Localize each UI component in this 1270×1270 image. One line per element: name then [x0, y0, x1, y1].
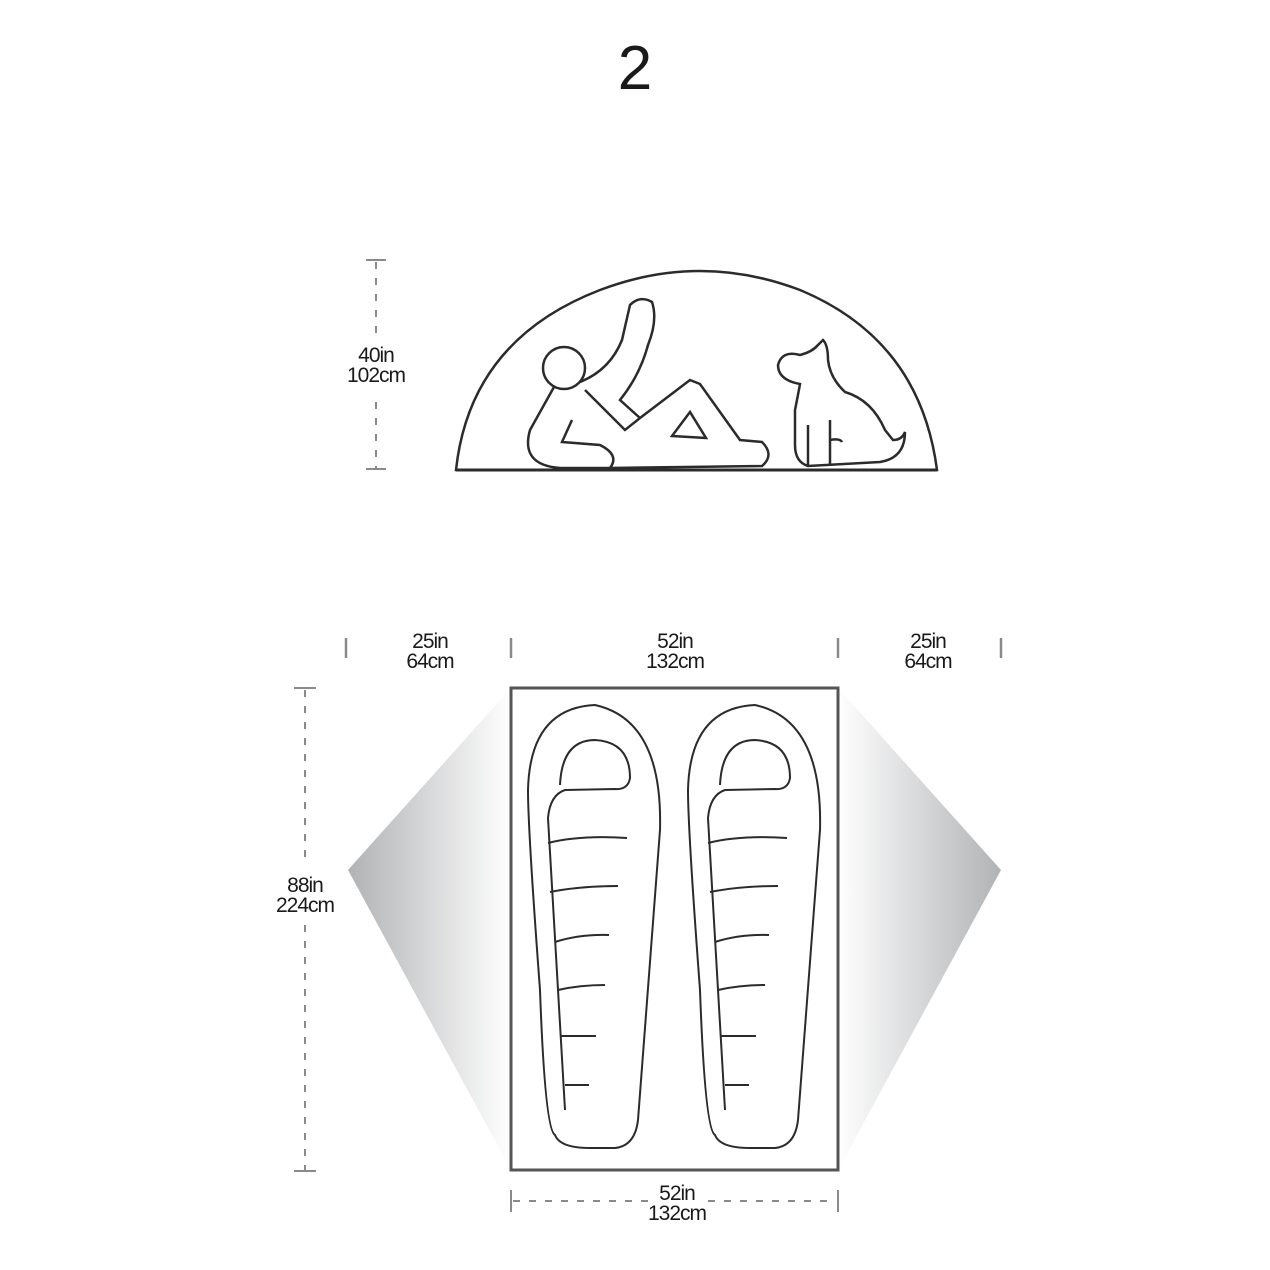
dog-icon [776, 338, 907, 468]
bottom-width-dimension [510, 1190, 839, 1212]
sleeping-bag-1 [526, 703, 662, 1149]
left-vestibule [348, 688, 511, 1170]
floor-length-label: 88in 224cm [255, 874, 355, 917]
top-dimension-ticks [344, 638, 1003, 658]
left-vestibule-cm: 64cm [406, 650, 454, 673]
sleeping-bag-2 [686, 703, 822, 1149]
floor-length-cm: 224cm [275, 894, 335, 917]
right-vestibule-in: 25in [910, 630, 947, 653]
right-vestibule-cm: 64cm [904, 650, 952, 673]
capacity-title: 2 [617, 34, 653, 103]
height-dimension [366, 259, 386, 470]
tent-floor [509, 686, 840, 1172]
floor-width-top-cm: 132cm [645, 650, 705, 673]
tent-side-view [454, 269, 939, 472]
right-vestibule-label: 25in 64cm [878, 630, 978, 673]
length-dimension [294, 687, 316, 1172]
right-vestibule [838, 688, 1001, 1170]
floor-width-top-label: 52in 132cm [625, 630, 725, 673]
floor-width-bottom-in: 52in [659, 1182, 696, 1205]
floor-width-top-in: 52in [657, 630, 694, 653]
height-in: 40in [358, 344, 395, 367]
height-label: 40in 102cm [326, 344, 426, 387]
floor-width-bottom-cm: 132cm [647, 1202, 707, 1225]
left-vestibule-label: 25in 64cm [380, 630, 480, 673]
floor-length-in: 88in [287, 874, 324, 897]
height-cm: 102cm [346, 364, 406, 387]
person-icon [526, 297, 770, 470]
floor-width-bottom-label: 52in 132cm [627, 1182, 727, 1225]
left-vestibule-in: 25in [412, 630, 449, 653]
